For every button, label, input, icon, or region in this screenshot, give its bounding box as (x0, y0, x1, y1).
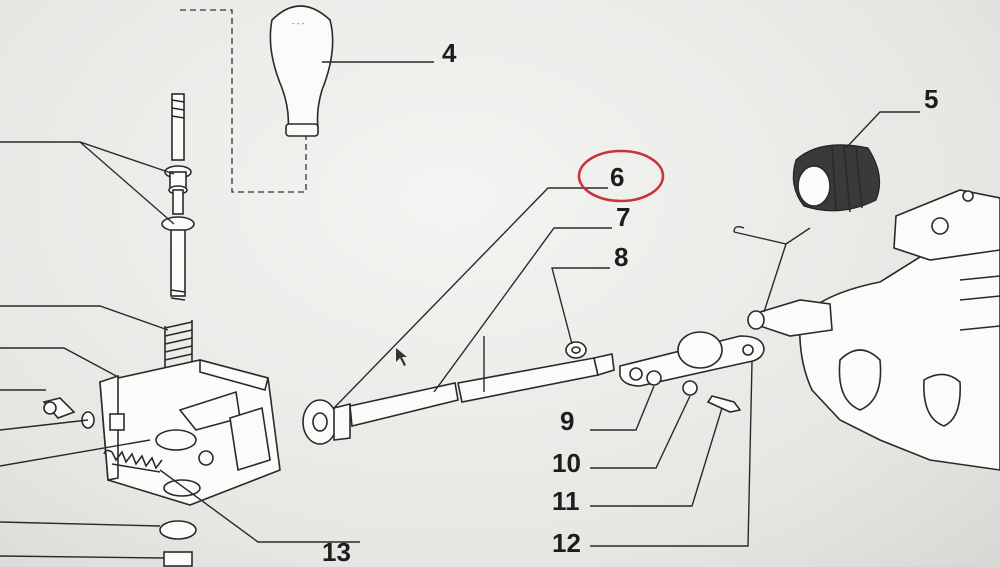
gearbox-housing (747, 189, 1000, 471)
mouse-cursor (396, 348, 407, 366)
shift-rod-assembly (302, 353, 615, 445)
highlight-circle-6 (577, 149, 665, 203)
callout-4: 4 (442, 38, 457, 68)
callout-8: 8 (614, 242, 628, 272)
gear-knob: - - - (269, 5, 334, 137)
tension-spring (103, 449, 163, 473)
nut-part (565, 341, 587, 359)
svg-text:- - -: - - - (292, 19, 305, 28)
linkage-arm (619, 331, 765, 413)
callout-10: 10 (552, 448, 581, 478)
callout-12: 12 (552, 528, 581, 558)
callout-9: 9 (560, 406, 574, 436)
callout-7: 7 (616, 202, 630, 232)
knob-guide-dashed (180, 9, 307, 193)
left-small-parts (42, 397, 197, 567)
shift-lever-rod (161, 93, 195, 301)
callout-leaders (159, 61, 920, 547)
callout-6: 6 (610, 162, 624, 192)
lever-bracket (99, 358, 281, 506)
callout-13: 13 (322, 537, 351, 567)
callout-5: 5 (924, 84, 938, 114)
rubber-boot (792, 144, 881, 213)
left-leader-lines (0, 141, 175, 559)
callout-11: 11 (552, 486, 580, 516)
